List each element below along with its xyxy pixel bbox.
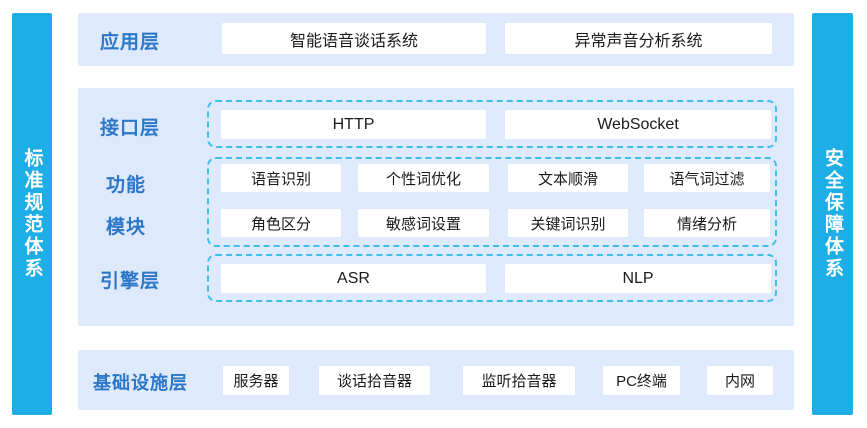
function-item-box[interactable]: 敏感词设置 (358, 209, 489, 237)
function-module-dashed-container (207, 157, 777, 247)
infrastructure-item-box[interactable]: 内网 (707, 366, 773, 395)
function-item-box[interactable]: 个性词优化 (358, 164, 489, 192)
sidebar-left-label: 标准规范体系 (21, 148, 43, 280)
infrastructure-item-box[interactable]: 监听拾音器 (463, 366, 575, 395)
function-module-label-line1: 功能 (106, 175, 147, 196)
infrastructure-item-box[interactable]: 服务器 (223, 366, 289, 395)
application-item-box[interactable]: 智能语音谈话系统 (222, 23, 486, 54)
engine-item-box[interactable]: NLP (505, 264, 771, 293)
function-item-box[interactable]: 角色区分 (221, 209, 341, 237)
application-item-box[interactable]: 异常声音分析系统 (505, 23, 772, 54)
engine-item-box[interactable]: ASR (221, 264, 486, 293)
interface-layer-label: 接口层 (100, 118, 161, 139)
infrastructure-item-box[interactable]: 谈话拾音器 (319, 366, 430, 395)
function-item-box[interactable]: 语气词过滤 (644, 164, 770, 192)
function-item-box[interactable]: 文本顺滑 (508, 164, 628, 192)
interface-layer-dashed-container (207, 100, 777, 148)
function-module-label-line2: 模块 (106, 217, 147, 238)
infrastructure-layer-label: 基础设施层 (93, 373, 188, 393)
engine-layer-dashed-container (207, 254, 777, 302)
engine-layer-label: 引擎层 (100, 271, 161, 292)
sidebar-standard-specification-system: 标准规范体系 (12, 13, 52, 415)
interface-item-box[interactable]: WebSocket (505, 110, 771, 139)
infrastructure-item-box[interactable]: PC终端 (603, 366, 680, 395)
function-item-box[interactable]: 关键词识别 (508, 209, 628, 237)
interface-item-box[interactable]: HTTP (221, 110, 486, 139)
sidebar-security-assurance-system: 安全保障体系 (812, 13, 853, 415)
function-item-box[interactable]: 情绪分析 (644, 209, 770, 237)
sidebar-right-label: 安全保障体系 (822, 148, 843, 280)
function-item-box[interactable]: 语音识别 (221, 164, 341, 192)
application-layer-label: 应用层 (100, 32, 161, 53)
